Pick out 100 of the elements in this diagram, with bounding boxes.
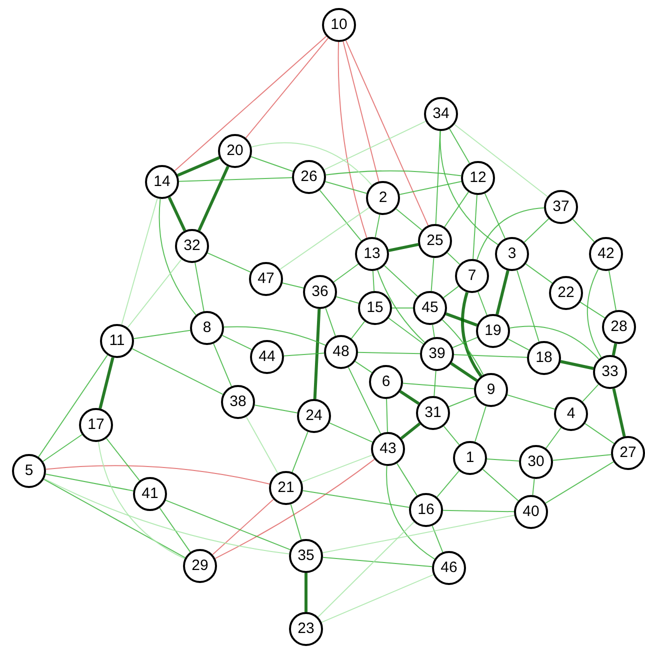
edge-line — [430, 257, 434, 292]
edge-line — [168, 196, 186, 232]
edge-line — [279, 207, 370, 270]
edge-line — [460, 292, 482, 378]
edge-line — [354, 360, 372, 374]
edge-line — [446, 252, 460, 265]
edge-line — [608, 270, 617, 311]
edge-line — [322, 556, 433, 568]
edge-line — [325, 170, 462, 176]
edge-line — [304, 573, 308, 612]
edge-line — [292, 431, 308, 473]
edge-line — [324, 181, 368, 194]
edge-line — [282, 282, 304, 289]
edge-line — [440, 130, 498, 246]
edge-line — [98, 357, 114, 409]
edge-line — [400, 422, 421, 440]
edge-line — [388, 318, 424, 344]
edge-line — [386, 465, 436, 560]
edge-line — [301, 454, 373, 482]
edge-line — [177, 156, 220, 177]
edge-line — [572, 218, 595, 242]
edge-line — [582, 384, 599, 402]
edge-line — [448, 396, 476, 408]
edge-line — [474, 406, 486, 442]
edge-line — [399, 390, 420, 405]
edge-line — [322, 514, 515, 554]
edge-line — [213, 343, 232, 387]
edge-line — [251, 142, 372, 186]
edge-line — [45, 465, 270, 485]
edge-line — [434, 370, 436, 397]
edge-line — [342, 40, 380, 182]
edge-line — [442, 319, 484, 376]
edge-line — [612, 388, 626, 437]
edge-line — [333, 264, 359, 282]
edge-line — [348, 366, 382, 434]
edge-line — [302, 490, 410, 508]
edge-line — [444, 192, 469, 228]
edge-line — [42, 434, 82, 462]
edge-line — [159, 507, 191, 553]
edge-line — [476, 207, 545, 260]
edge-line — [283, 352, 325, 356]
edge-line — [478, 291, 488, 316]
edge-line — [443, 426, 460, 446]
edge-line — [121, 198, 158, 326]
edge-line — [396, 208, 422, 231]
edge-line — [402, 382, 475, 390]
edge-line — [508, 338, 530, 351]
edge-line — [525, 263, 553, 284]
edge-line — [584, 423, 614, 444]
edge-line — [509, 326, 600, 360]
edge-line — [432, 324, 435, 338]
edge-line — [545, 461, 614, 504]
edge-line — [358, 352, 420, 354]
edge-line — [443, 286, 459, 298]
edge-line — [377, 270, 426, 343]
edge-line — [546, 427, 562, 449]
edge-line — [445, 312, 478, 327]
edge-line — [345, 40, 429, 226]
edge-line — [165, 500, 291, 550]
edge-line — [254, 404, 298, 414]
edge-line — [318, 521, 414, 618]
edge-line — [374, 214, 380, 238]
edge-line — [45, 474, 134, 492]
edge-line — [450, 362, 478, 382]
edge-line — [496, 270, 510, 315]
edge-line — [245, 38, 329, 138]
edge-line — [290, 504, 302, 540]
edge-line — [386, 398, 388, 432]
edge-line — [133, 330, 191, 340]
edge-line — [388, 242, 419, 252]
edge-line — [321, 574, 434, 623]
edge-line — [194, 262, 204, 312]
edge-line — [454, 354, 528, 358]
edge-line — [198, 166, 230, 232]
edge-line — [106, 438, 140, 482]
edge-line — [399, 181, 462, 195]
edge-line — [223, 326, 326, 346]
edge-line — [454, 124, 548, 198]
edge-line — [482, 468, 519, 502]
edge-line — [207, 252, 251, 273]
edge-line — [329, 422, 373, 443]
edge-line — [552, 454, 612, 461]
edge-line — [158, 198, 197, 316]
edge-line — [432, 525, 444, 553]
edge-line — [452, 336, 478, 348]
edge-line — [174, 36, 327, 172]
edge-line — [336, 296, 360, 304]
edge-line — [325, 308, 336, 336]
edge-line — [486, 458, 520, 462]
edge-line — [212, 498, 274, 556]
edge-line — [532, 478, 535, 496]
edge-line — [560, 360, 594, 370]
edge-line — [484, 193, 506, 239]
edge-line — [372, 270, 375, 292]
edge-line — [506, 394, 556, 410]
edge-line — [313, 308, 321, 400]
edge-line — [319, 190, 362, 242]
edge-line — [98, 441, 186, 560]
edge-line — [350, 320, 366, 340]
edge-line — [178, 177, 292, 182]
